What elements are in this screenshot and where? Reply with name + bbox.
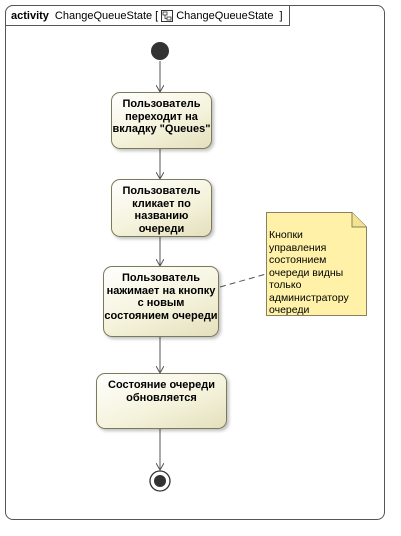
action-open-queues-tab: Пользователь переходит на вкладку "Queue…	[111, 92, 212, 149]
comment-note	[266, 212, 367, 316]
frame-name: ChangeQueueState	[54, 9, 153, 22]
action-press-state-button: Пользователь нажимает на кнопку с новым …	[103, 266, 219, 337]
note-anchor	[219, 273, 267, 288]
action-label: Состояние очереди обновляется	[108, 379, 215, 404]
action-click-queue-name: Пользователь кликает по названию очереди	[111, 179, 212, 237]
frame-diagram-ref: ChangeQueueState	[176, 9, 274, 22]
frame-bracket-open: [	[155, 9, 159, 22]
frame-bracket-close: ]	[279, 9, 283, 22]
comment-note-text: Кнопки управления состоянием очереди вид…	[269, 229, 349, 316]
diagram-icon	[161, 9, 174, 22]
action-label: Пользователь кликает по названию очереди	[122, 185, 201, 235]
action-label: Пользователь нажимает на кнопку с новым …	[104, 272, 218, 322]
action-label: Пользователь переходит на вкладку "Queue…	[112, 98, 211, 135]
initial-node	[151, 42, 169, 60]
action-state-updated: Состояние очереди обновляется	[96, 373, 227, 429]
frame-header: activity ChangeQueueState [ ChangeQueueS…	[5, 5, 290, 26]
frame-keyword: activity	[11, 9, 49, 22]
